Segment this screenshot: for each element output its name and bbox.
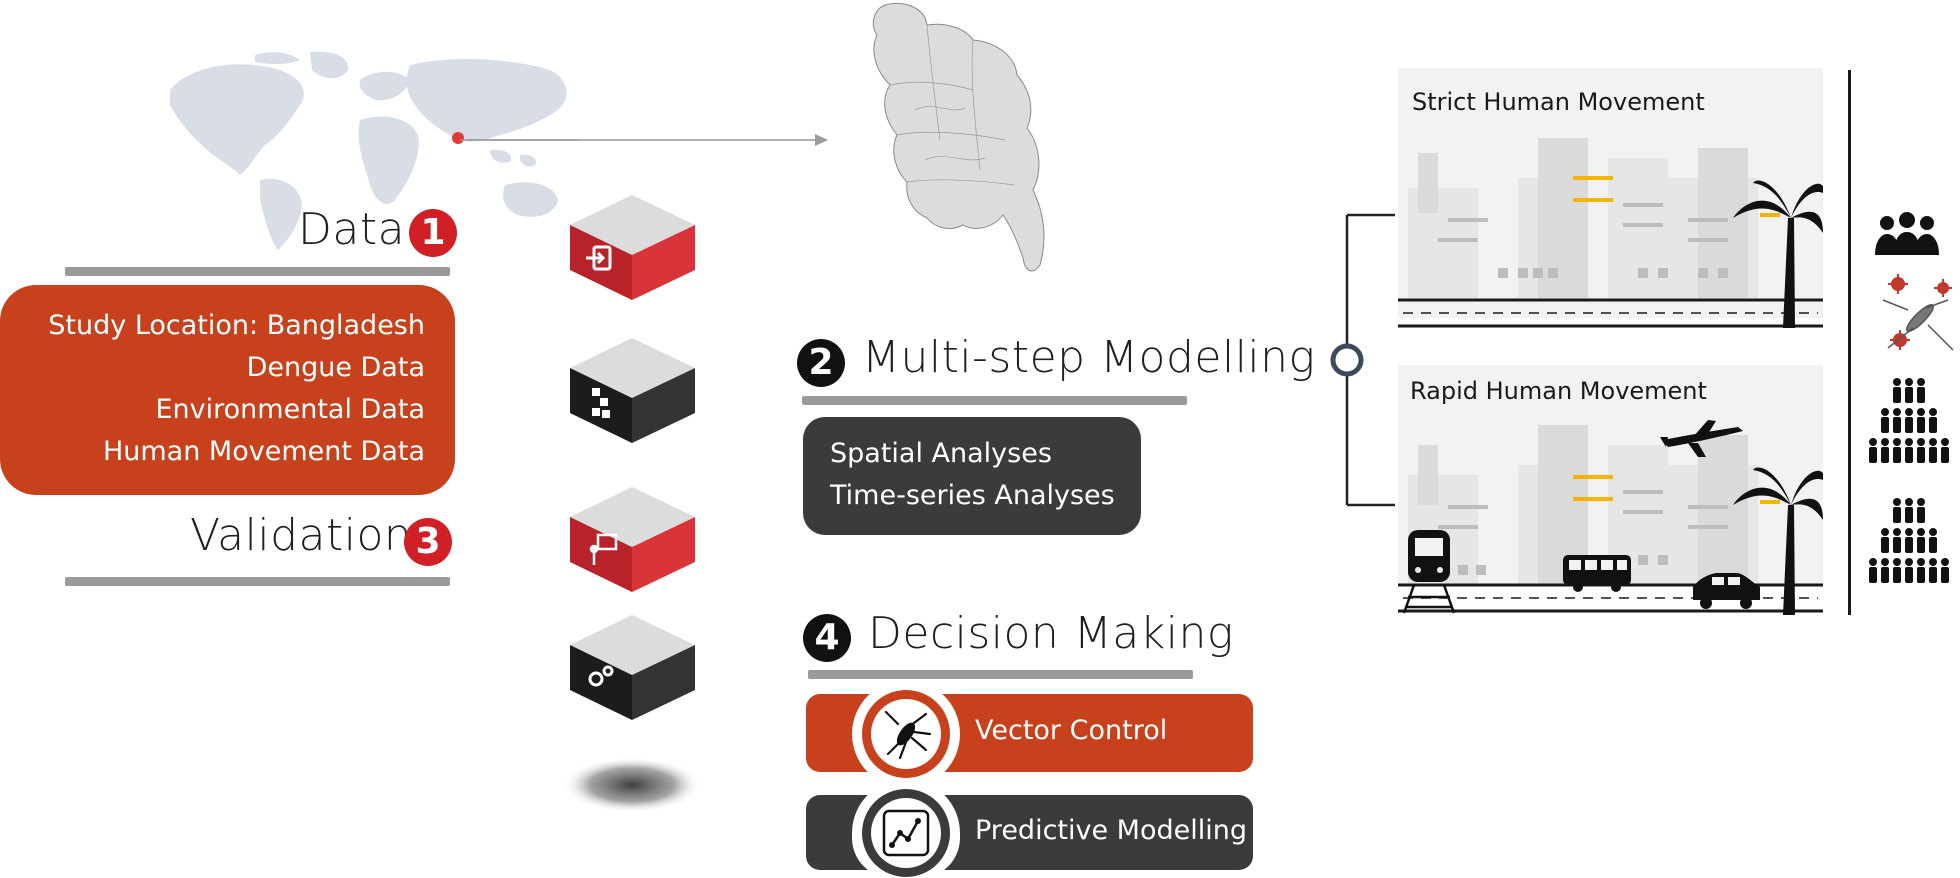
modelling-items-panel: Spatial Analyses Time-series Analyses xyxy=(803,417,1141,535)
data-item: Dengue Data xyxy=(246,352,425,383)
bracket-node xyxy=(1330,343,1364,377)
data-items-panel: Study Location: Bangladesh Dengue Data E… xyxy=(0,285,455,495)
validation-title: Validation xyxy=(190,510,413,561)
bangladesh-location-dot xyxy=(452,132,464,144)
strict-movement-scene xyxy=(1398,68,1823,328)
crowd-small-icon xyxy=(1869,378,1949,463)
mosquito-icon xyxy=(884,710,932,760)
line-chart-icon xyxy=(882,809,930,857)
predictive-modelling-label: Predictive Modelling xyxy=(975,815,1247,846)
decision-divider xyxy=(808,670,1193,679)
data-items-list: Study Location: Bangladesh Dengue Data E… xyxy=(48,305,425,473)
modelling-divider xyxy=(802,396,1187,405)
rapid-movement-scene xyxy=(1398,365,1823,615)
data-item: Environmental Data xyxy=(155,394,426,425)
scenario-bracket xyxy=(1330,213,1395,507)
validation-divider xyxy=(65,577,450,586)
right-divider xyxy=(1848,70,1851,615)
data-item: Study Location: Bangladesh xyxy=(48,310,425,341)
map-arrow xyxy=(460,134,828,146)
crowd-large-icon xyxy=(1869,498,1949,583)
bus-icon xyxy=(1563,555,1631,592)
palm-tree-icon xyxy=(1733,180,1823,328)
cube-shadow xyxy=(562,757,702,813)
strict-movement-title: Strict Human Movement xyxy=(1412,88,1705,116)
vector-control-label: Vector Control xyxy=(975,715,1168,746)
data-divider xyxy=(65,267,450,276)
palm-tree-icon xyxy=(1733,467,1823,615)
data-title: Data xyxy=(298,204,406,255)
cube-presenter xyxy=(570,487,695,592)
car-icon xyxy=(1693,573,1760,609)
modelling-title: Multi-step Modelling xyxy=(862,332,1316,383)
modelling-items-list: Spatial Analyses Time-series Analyses xyxy=(830,433,1115,517)
validation-number-badge: 3 xyxy=(404,518,452,566)
bangladesh-map xyxy=(872,3,1045,272)
rapid-movement-title: Rapid Human Movement xyxy=(1410,377,1707,405)
world-map xyxy=(170,51,580,250)
decision-number-badge: 4 xyxy=(803,614,851,662)
cube-stack xyxy=(562,195,702,813)
people-group-icon xyxy=(1875,212,1939,255)
data-number-badge: 1 xyxy=(409,209,457,257)
cube-gears xyxy=(570,615,695,720)
modelling-item: Time-series Analyses xyxy=(830,480,1115,511)
train-icon xyxy=(1402,530,1456,614)
data-item: Human Movement Data xyxy=(102,436,425,467)
airplane-icon xyxy=(1660,420,1743,457)
cube-input xyxy=(570,195,695,300)
modelling-number-badge: 2 xyxy=(797,339,845,387)
modelling-item: Spatial Analyses xyxy=(830,438,1052,469)
virus-mosquito-icon xyxy=(1882,274,1954,351)
decision-title: Decision Making xyxy=(868,608,1234,659)
cube-puzzle xyxy=(570,338,695,443)
